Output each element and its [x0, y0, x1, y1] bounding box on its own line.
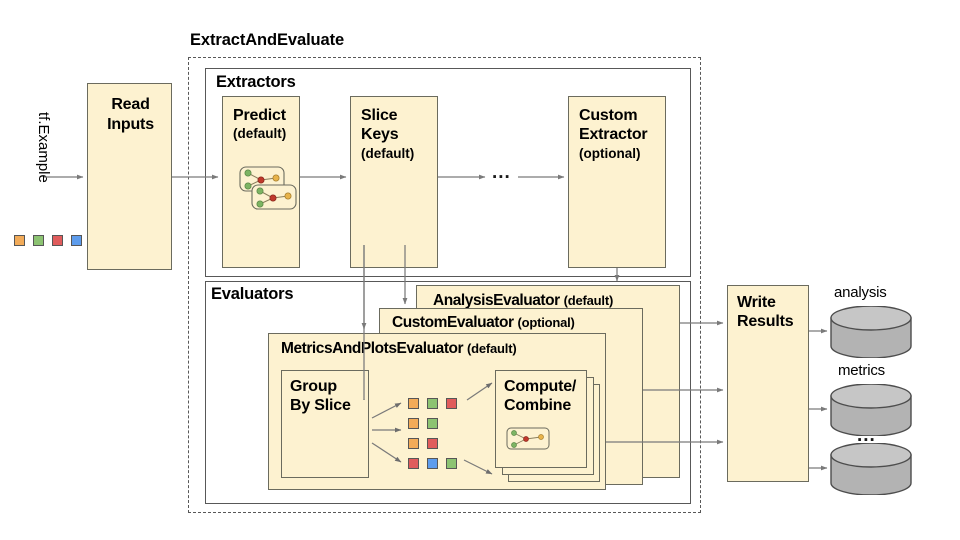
extractor-predict-title: Predict	[233, 107, 286, 124]
slice-swatch	[446, 458, 457, 469]
group-by-slice-line2: By Slice	[290, 397, 351, 414]
read-inputs-label-line1: Read	[111, 96, 150, 113]
extractor-slice-keys-title-line2: Keys	[361, 126, 399, 143]
compute-combine-line1: Compute/	[504, 378, 577, 395]
output-label-analysis: analysis	[834, 284, 887, 301]
evaluator-metrics-qualifier: (default)	[467, 341, 517, 356]
extractor-custom-qualifier: (optional)	[579, 146, 641, 161]
evaluator-analysis-title: AnalysisEvaluator (default)	[433, 292, 614, 309]
group-by-slice-box[interactable]: Group By Slice	[281, 370, 369, 478]
write-results-line2: Results	[737, 313, 794, 330]
swatch-orange	[14, 235, 25, 246]
extractors-ellipsis: ...	[492, 162, 511, 183]
extractors-section-label: Extractors	[216, 73, 296, 91]
swatch-green	[33, 235, 44, 246]
extractor-slice-keys-title-line1: Slice	[361, 107, 398, 124]
read-inputs-box[interactable]: Read Inputs	[87, 83, 172, 270]
slice-swatch	[408, 438, 419, 449]
swatch-red	[52, 235, 63, 246]
group-by-slice-line1: Group	[290, 378, 337, 395]
extractor-custom-title-line1: Custom	[579, 107, 638, 124]
slice-swatch	[427, 458, 438, 469]
output-ellipsis: ...	[857, 425, 876, 446]
slice-swatch	[427, 398, 438, 409]
write-results-line1: Write	[737, 294, 776, 311]
slice-swatch	[446, 398, 457, 409]
slice-swatch	[427, 438, 438, 449]
swatch-blue	[71, 235, 82, 246]
compute-combine-line2: Combine	[504, 397, 572, 414]
output-label-metrics: metrics	[838, 362, 885, 379]
slice-swatch	[408, 418, 419, 429]
extractor-slice-keys-box[interactable]: Slice Keys (default)	[350, 96, 438, 268]
evaluator-custom-title: CustomEvaluator (optional)	[392, 314, 575, 331]
evaluator-analysis-qualifier: (default)	[563, 293, 614, 308]
input-label: tf.Example	[35, 112, 52, 183]
extract-and-evaluate-container	[188, 57, 701, 513]
compute-combine-box[interactable]: Compute/ Combine	[495, 370, 587, 468]
slice-swatch	[427, 418, 438, 429]
pipeline-title: ExtractAndEvaluate	[190, 31, 345, 49]
evaluator-custom-qualifier: (optional)	[517, 315, 575, 330]
write-results-box[interactable]: Write Results	[727, 285, 809, 482]
evaluator-metrics-title: MetricsAndPlotsEvaluator (default)	[281, 340, 517, 357]
slice-swatch	[408, 458, 419, 469]
extractor-slice-keys-qualifier: (default)	[361, 146, 415, 161]
extractor-predict-box[interactable]: Predict (default)	[222, 96, 300, 268]
extractor-custom-box[interactable]: Custom Extractor (optional)	[568, 96, 666, 268]
slice-swatch	[408, 398, 419, 409]
read-inputs-label-line2: Inputs	[107, 116, 154, 133]
extractor-custom-title-line2: Extractor	[579, 126, 648, 143]
extractor-predict-qualifier: (default)	[233, 126, 287, 141]
evaluators-section-label: Evaluators	[211, 285, 294, 303]
